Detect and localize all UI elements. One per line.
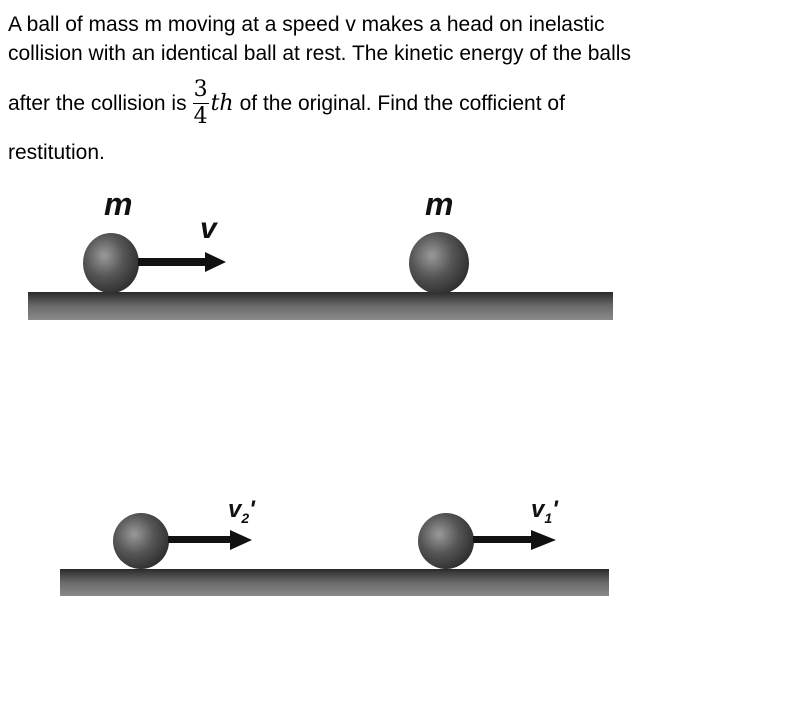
- before-collision-scene: [28, 232, 613, 320]
- v1-prime: ': [552, 496, 558, 523]
- question-text: A ball of mass m moving at a speed v mak…: [8, 10, 798, 167]
- ball-2-after: [418, 513, 474, 569]
- velocity-label-v1-prime: v1': [531, 496, 558, 526]
- question-line-3: after the collision is 3 4 th of the ori…: [8, 68, 798, 138]
- mass-label-ball-1: m: [104, 186, 133, 222]
- ground-after: [60, 569, 609, 596]
- ball-1-before: [83, 233, 139, 293]
- fraction-denominator: 4: [193, 103, 208, 129]
- velocity-label-v2-prime: v2': [228, 496, 255, 526]
- v2-subscript: 2: [241, 509, 250, 526]
- velocity-arrow-v: [138, 252, 226, 272]
- v2-symbol: v: [228, 496, 242, 523]
- question-line-2: collision with an identical ball at rest…: [8, 42, 631, 65]
- fraction-suffix: th: [210, 90, 234, 116]
- fraction-three-quarters: 3 4: [192, 76, 209, 130]
- question-line-1: A ball of mass m moving at a speed v mak…: [8, 13, 605, 36]
- v1-subscript: 1: [544, 509, 553, 526]
- v1-symbol: v: [531, 496, 545, 523]
- mass-label-ball-2: m: [425, 186, 454, 222]
- ball-2-before: [409, 232, 469, 294]
- question-line-4: restitution.: [8, 141, 105, 164]
- question-line-3-before: after the collision is: [8, 91, 187, 115]
- velocity-arrow-v1-prime: [473, 530, 556, 550]
- velocity-arrow-v2-prime: [168, 530, 252, 550]
- question-line-3-after: of the original. Find the cofficient of: [239, 91, 565, 115]
- after-collision-scene: [60, 513, 609, 596]
- fraction-bar: [192, 102, 209, 104]
- fraction-numerator: 3: [193, 76, 208, 102]
- v2-prime: ': [249, 496, 255, 523]
- velocity-label-v: v: [200, 212, 217, 245]
- ground-before: [28, 292, 613, 320]
- ball-1-after: [113, 513, 169, 569]
